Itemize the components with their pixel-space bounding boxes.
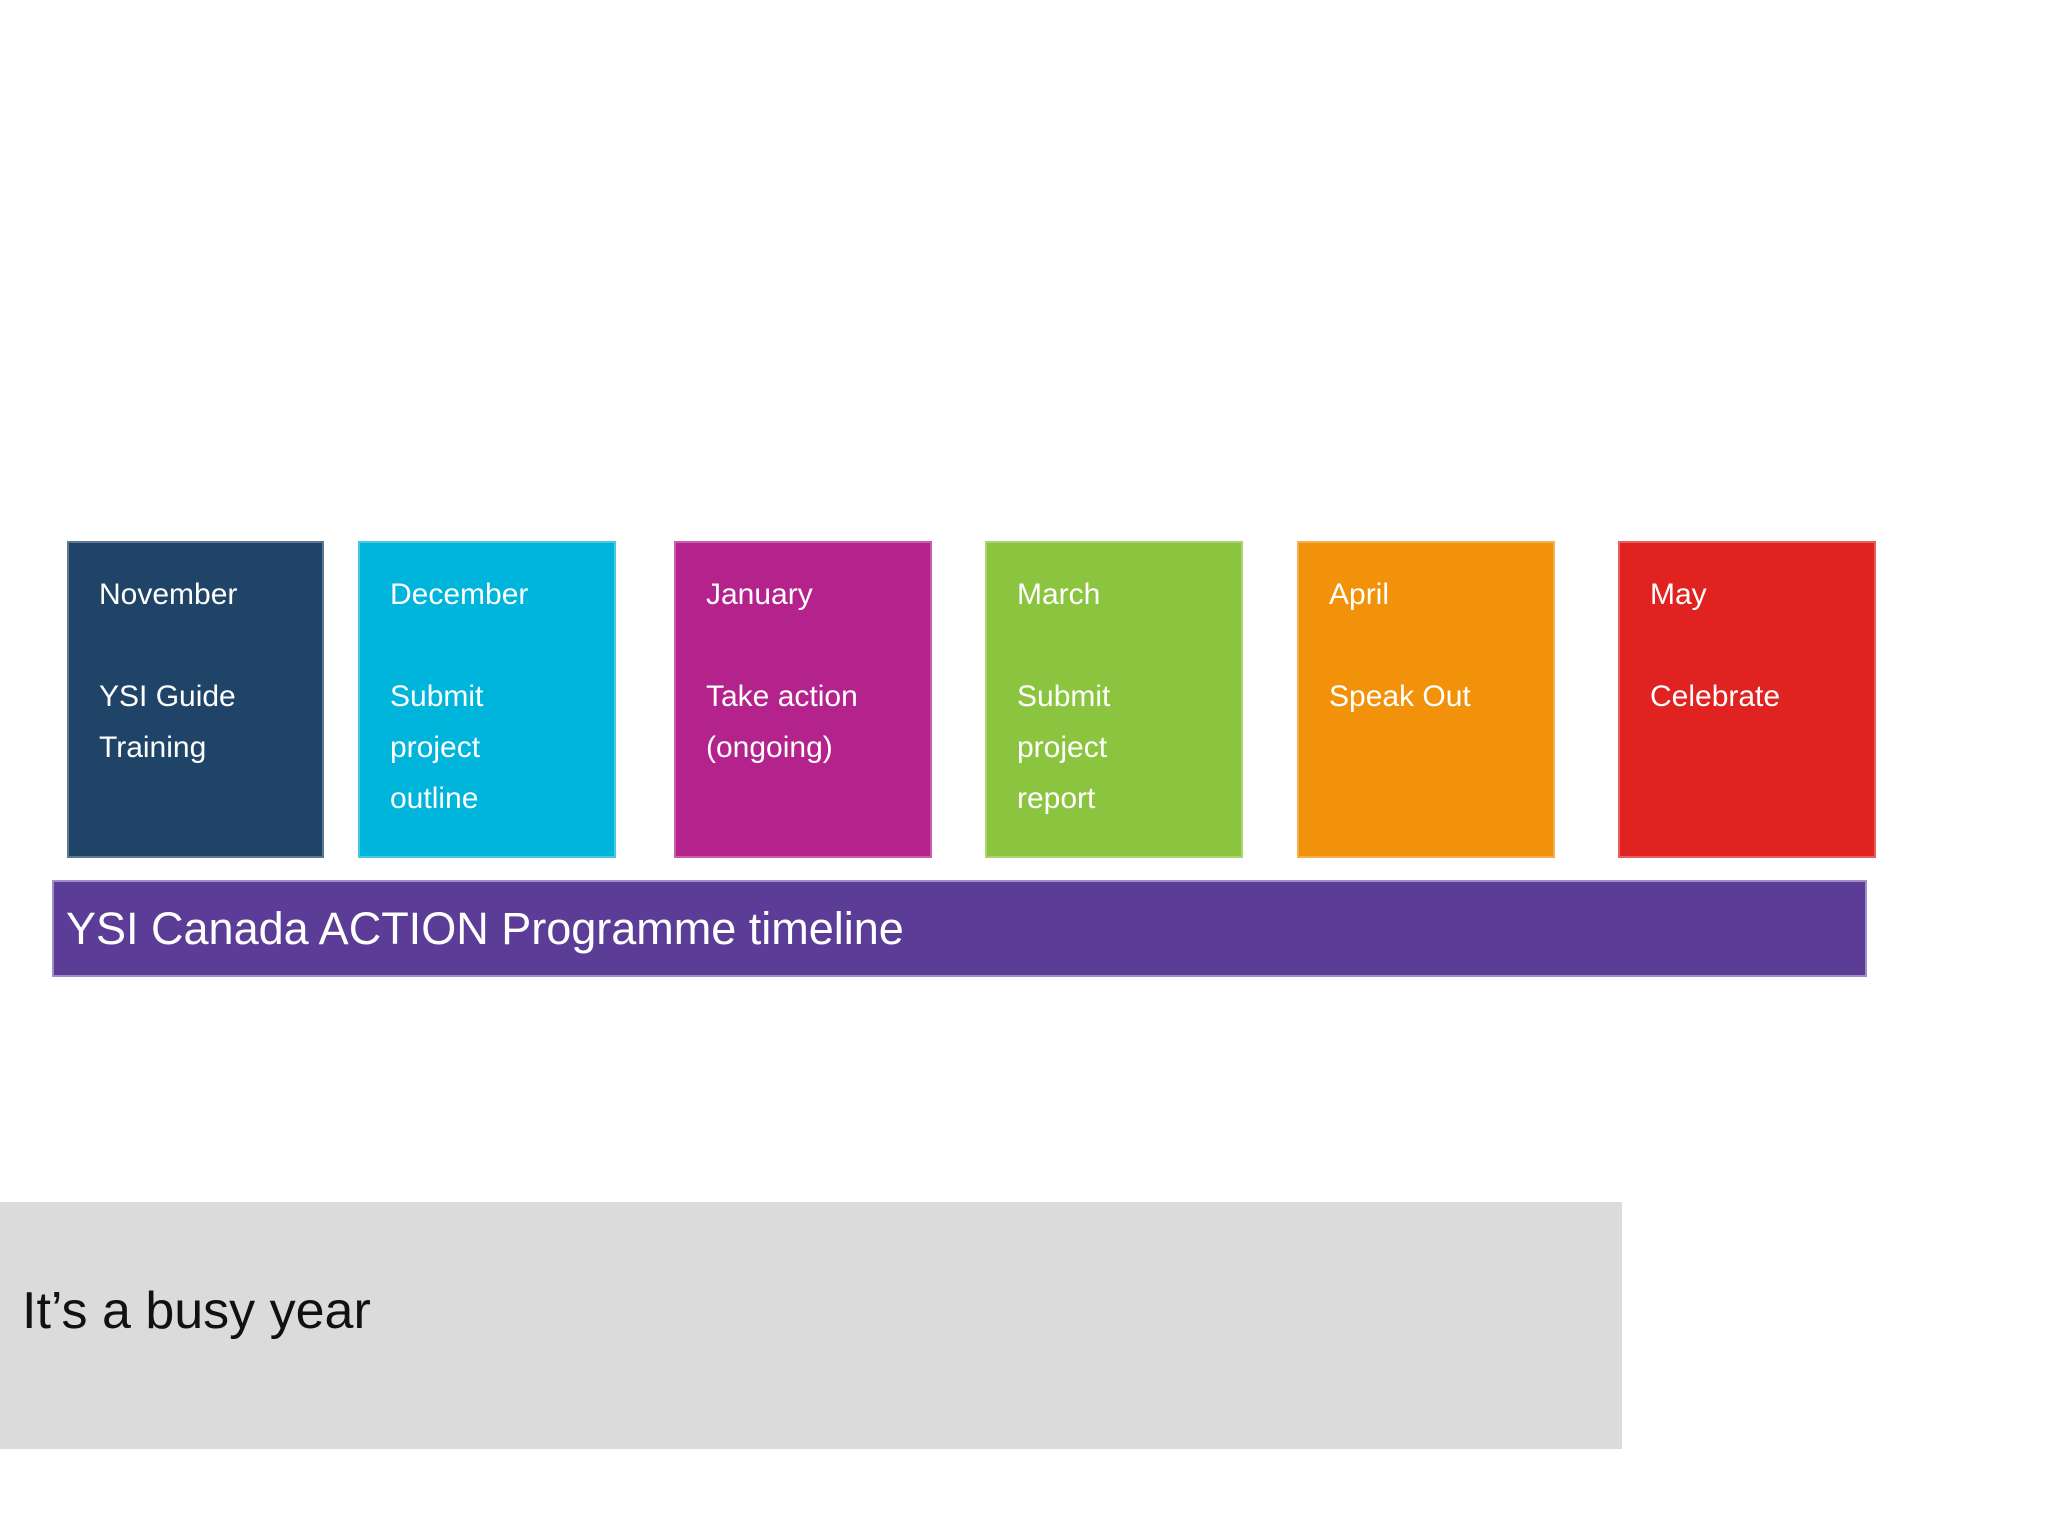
timeline-card: January Take action (ongoing) [674,541,932,858]
timeline-card-body: Speak Out [1329,680,1471,713]
timeline-card: December Submit project outline [358,541,616,858]
timeline-card: April Speak Out [1297,541,1555,858]
timeline-card: March Submit project report [985,541,1243,858]
timeline-title-label: YSI Canada ACTION Programme timeline [66,903,904,954]
timeline-card-body: YSI Guide Training [99,680,236,764]
footer-note: It’s a busy year [0,1202,1622,1449]
timeline-card-body: Take action (ongoing) [706,680,858,764]
timeline-card-month: March [1017,578,1101,611]
timeline-card-body: Submit project report [1017,680,1111,815]
timeline-card-month: May [1650,578,1707,611]
timeline-card: May Celebrate [1618,541,1876,858]
timeline-title-banner: YSI Canada ACTION Programme timeline [52,880,1867,977]
timeline-card-month: January [706,578,813,611]
timeline-card-body: Submit project outline [390,680,484,815]
timeline-card: November YSI Guide Training [67,541,324,858]
timeline-card-body: Celebrate [1650,680,1781,713]
timeline-card-month: November [99,578,238,611]
timeline-card-month: April [1329,578,1390,611]
footer-note-label: It’s a busy year [22,1282,371,1340]
timeline-card-month: December [390,578,529,611]
